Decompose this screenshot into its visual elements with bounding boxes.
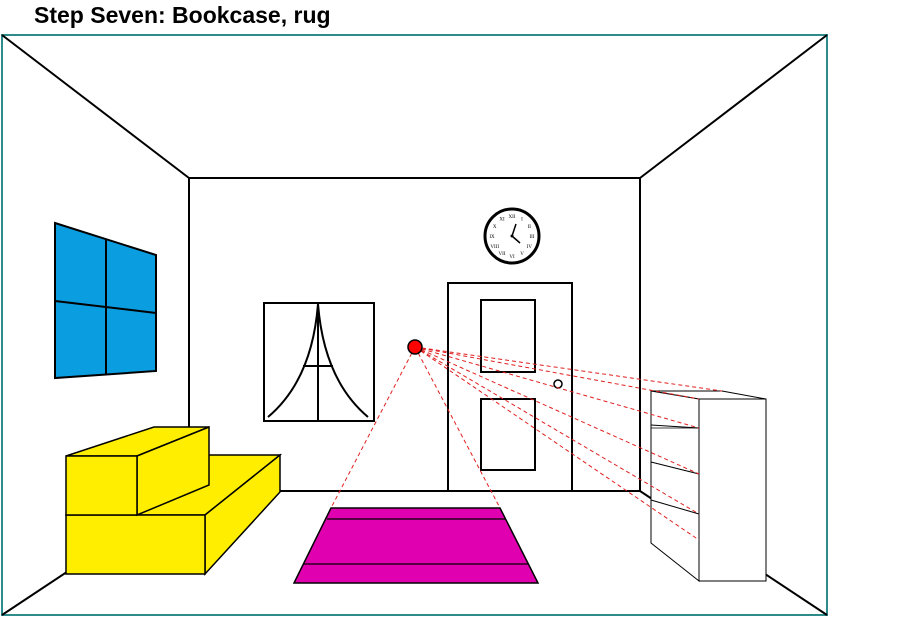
couch (65, 425, 283, 576)
clock-numeral: XII (509, 215, 516, 220)
door-panel-top (480, 299, 536, 373)
bookcase-shelf-3 (650, 499, 700, 515)
couch-seat-front (65, 514, 206, 575)
bookcase-front (698, 398, 767, 582)
clock-numeral: IX (489, 235, 495, 240)
door-frame (447, 282, 573, 492)
clock-numeral: V (520, 252, 524, 257)
guide-to-bookcase-top (414, 346, 723, 392)
guide-to-rug-left (330, 346, 416, 509)
bookcase-shelf-2 (650, 461, 700, 475)
clock-center (510, 234, 514, 238)
window-mullion-horizontal (54, 300, 157, 314)
tower-right-curve (317, 303, 369, 418)
page-title: Step Seven: Bookcase, rug (34, 2, 331, 28)
clock-numeral: VIII (490, 245, 499, 250)
clock-numeral: VII (499, 252, 506, 257)
door (447, 282, 573, 492)
clock-numeral: X (493, 225, 497, 230)
rug (292, 507, 540, 584)
couch-back-front (65, 455, 138, 516)
tower-left-curve (267, 303, 319, 418)
clock-numeral: I (521, 218, 523, 223)
eiffel-tower-picture (263, 302, 375, 422)
guide-to-bookcase-bottom (414, 346, 700, 541)
bookcase (650, 390, 767, 583)
clock-numeral: IV (527, 245, 533, 250)
perspective-guides (330, 346, 723, 541)
guide-to-bookcase-shelf-2 (414, 346, 700, 475)
bookcase-shelf-1 (650, 424, 700, 429)
corner-line-top-left (1, 34, 190, 179)
guide-to-bookcase-top-front (414, 346, 700, 400)
clock-numeral: II (528, 225, 532, 230)
guide-to-bookcase-shelf-1 (414, 346, 700, 429)
bookcase-side-open (650, 390, 700, 583)
clock-numeral: XI (499, 218, 505, 223)
clock-hour-hand (511, 223, 517, 237)
door-panel-bottom (480, 398, 536, 471)
outer-frame (1, 34, 828, 616)
clock-numeral: VI (509, 255, 515, 260)
clock-numeral: III (530, 235, 535, 240)
clock-minute-hand (511, 235, 521, 244)
corner-line-top-right (639, 34, 828, 179)
vanishing-point (407, 339, 423, 355)
guide-to-bookcase-shelf-3 (414, 346, 700, 515)
window (54, 221, 157, 380)
guide-to-rug-right (414, 346, 501, 509)
